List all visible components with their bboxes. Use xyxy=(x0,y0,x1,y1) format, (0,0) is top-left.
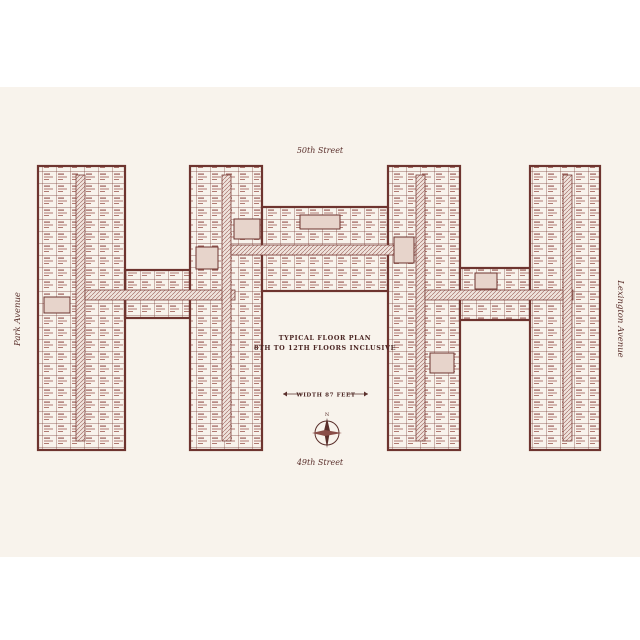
avenue-label-left: Park Avenue xyxy=(13,292,23,347)
compass-rose-icon: N xyxy=(312,412,342,448)
floor-plan-drawing: 50th Street 49th Street Park Avenue Lexi… xyxy=(13,146,625,467)
plan-title: TYPICAL FLOOR PLAN xyxy=(279,334,371,342)
corridors xyxy=(75,174,574,442)
width-label: WIDTH 87 FEET xyxy=(295,393,356,399)
building-footprint xyxy=(36,164,602,452)
avenue-label-right: Lexington Avenue xyxy=(615,279,625,357)
street-label-bottom: 49th Street xyxy=(296,458,344,467)
plan-subtitle: 8TH TO 12TH FLOORS INCLUSIVE xyxy=(254,344,396,352)
service-cores xyxy=(43,214,498,374)
width-dimension: WIDTH 87 FEET xyxy=(283,391,368,399)
floor-plan-sheet: 50th Street 49th Street Park Avenue Lexi… xyxy=(0,87,640,557)
compass-north-label: N xyxy=(325,412,330,418)
street-label-top: 50th Street xyxy=(297,146,344,155)
